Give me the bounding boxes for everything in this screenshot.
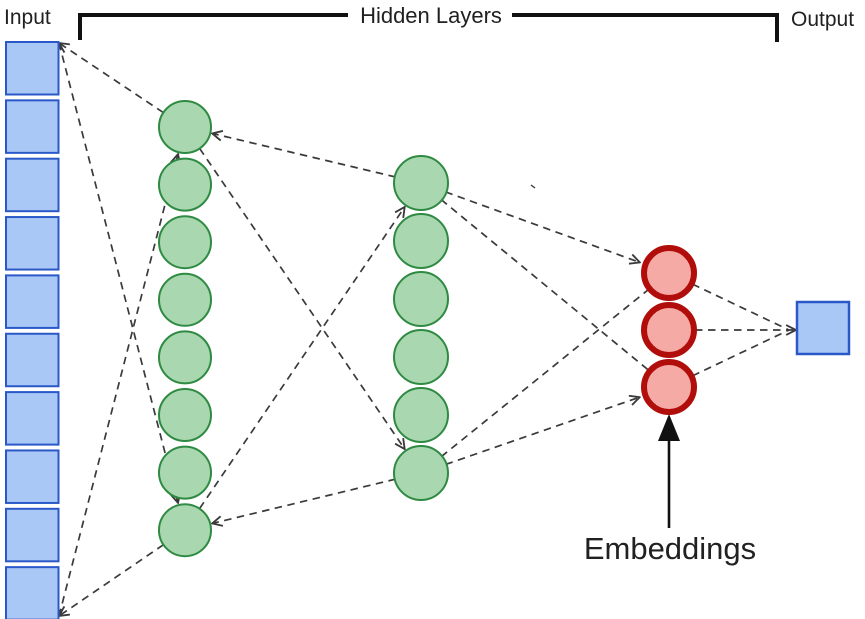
input-node bbox=[5, 449, 60, 504]
embeddings-label: Embeddings bbox=[584, 531, 756, 566]
input-node bbox=[5, 566, 60, 619]
connection-edges bbox=[59, 43, 796, 616]
connection-line bbox=[668, 272, 790, 331]
embedding-node bbox=[641, 359, 697, 415]
hidden-node bbox=[158, 272, 212, 327]
hidden-node bbox=[158, 330, 212, 385]
input-node bbox=[5, 41, 60, 96]
hidden-node bbox=[158, 503, 212, 558]
connection-line bbox=[58, 42, 178, 503]
hidden-node bbox=[393, 387, 449, 443]
connection-line bbox=[212, 472, 422, 523]
output-node bbox=[795, 300, 851, 356]
embeddings-callout: Embeddings bbox=[584, 414, 756, 566]
network-nodes bbox=[5, 41, 851, 619]
embedding-node bbox=[641, 302, 697, 358]
connection-line bbox=[420, 182, 640, 262]
hidden-node bbox=[158, 388, 212, 442]
hidden-node bbox=[393, 329, 449, 385]
hidden-node bbox=[158, 445, 212, 500]
hidden-node bbox=[393, 155, 449, 211]
input-label: Input bbox=[4, 6, 51, 29]
connection-line bbox=[420, 397, 640, 474]
embeddings-arrow-head-icon bbox=[658, 414, 680, 441]
input-node bbox=[5, 216, 60, 271]
output-label: Output bbox=[791, 8, 854, 31]
stray-mark bbox=[530, 184, 536, 189]
input-node bbox=[5, 274, 60, 329]
connection-line bbox=[58, 154, 178, 617]
input-node bbox=[5, 157, 60, 213]
hidden-node bbox=[158, 100, 212, 154]
connection-line bbox=[212, 133, 422, 184]
connection-line bbox=[184, 207, 405, 531]
hidden-layers-bracket bbox=[78, 13, 779, 42]
input-node bbox=[5, 99, 60, 154]
connection-line bbox=[420, 272, 670, 474]
hidden-layers-label: Hidden Layers bbox=[360, 3, 502, 28]
hidden-node bbox=[393, 445, 449, 501]
input-node bbox=[5, 507, 60, 563]
hidden-node bbox=[158, 215, 212, 270]
connection-line bbox=[184, 126, 405, 449]
hidden-node bbox=[393, 213, 449, 269]
hidden-node bbox=[158, 157, 212, 212]
hidden-node bbox=[393, 271, 449, 327]
connection-line bbox=[420, 182, 670, 388]
input-node bbox=[5, 391, 60, 446]
embedding-node bbox=[641, 245, 697, 301]
connection-line bbox=[668, 329, 790, 388]
input-node bbox=[5, 332, 60, 388]
